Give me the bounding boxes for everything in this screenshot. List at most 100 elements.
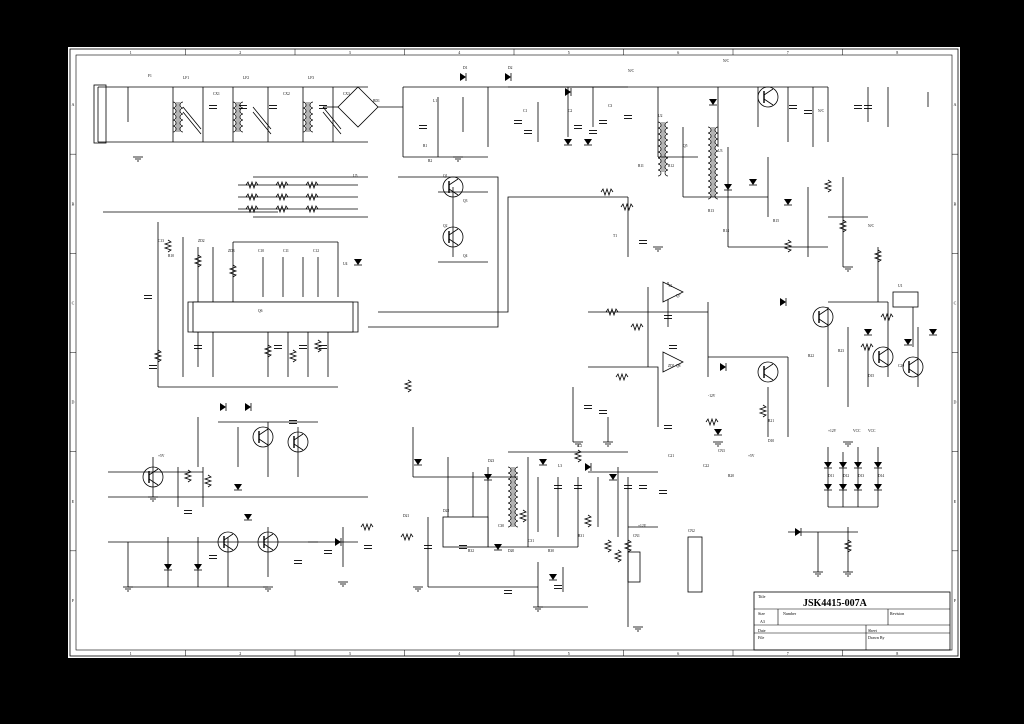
ground-symbol xyxy=(573,441,583,447)
diode-symbol xyxy=(335,538,342,546)
ground-symbol xyxy=(123,586,133,592)
transistor-emitter xyxy=(448,238,459,246)
col-label-top: 8 xyxy=(896,50,898,55)
winding xyxy=(657,121,662,129)
col-label-top: 1 xyxy=(130,50,132,55)
resistor-symbol xyxy=(623,539,633,553)
resistor-zigzag xyxy=(623,539,633,553)
wire xyxy=(337,86,379,128)
resistor-symbol xyxy=(843,539,853,553)
component-label: Q7 xyxy=(676,294,681,298)
diode-symbol xyxy=(194,564,202,571)
transistor-collector xyxy=(818,308,829,316)
winding xyxy=(309,101,314,109)
winding xyxy=(507,478,512,486)
component-label: D2 xyxy=(508,66,513,70)
diode-symbol xyxy=(874,462,882,469)
transistor-body xyxy=(812,306,834,328)
winding xyxy=(707,126,712,134)
winding xyxy=(707,168,712,176)
winding xyxy=(707,150,712,158)
resistor-zigzag xyxy=(245,204,259,214)
winding xyxy=(707,144,712,152)
winding xyxy=(302,101,307,109)
transistor-emitter xyxy=(148,478,159,486)
winding xyxy=(664,139,669,147)
capacitor-symbol xyxy=(274,345,282,349)
resistor-symbol xyxy=(705,417,719,427)
row-label-left: A xyxy=(72,102,75,107)
row-label-left: F xyxy=(72,598,75,603)
diode-body xyxy=(505,73,511,81)
col-label-top: 7 xyxy=(787,50,789,55)
title-block xyxy=(753,591,951,651)
winding xyxy=(507,514,512,522)
winding xyxy=(714,174,719,182)
component-label: D23 xyxy=(488,459,494,463)
transistor-body xyxy=(442,176,464,198)
transistor-emitter xyxy=(448,188,459,196)
capacitor-symbol xyxy=(639,240,647,244)
diode-body xyxy=(609,474,617,480)
resistor-zigzag xyxy=(275,180,289,190)
capacitor-symbol xyxy=(659,490,667,494)
winding xyxy=(172,113,177,121)
winding xyxy=(714,156,719,164)
component-label: C11 xyxy=(283,249,289,253)
diode-symbol xyxy=(354,259,362,266)
ground-symbol xyxy=(263,586,273,592)
resistor-symbol xyxy=(403,379,413,393)
capacitor-symbol xyxy=(504,590,512,594)
winding xyxy=(657,145,662,153)
title-model: JSK4415-007A xyxy=(803,598,867,609)
diode-body xyxy=(245,403,251,411)
winding xyxy=(179,125,184,133)
diode-symbol xyxy=(780,298,787,306)
component-label: U3 xyxy=(718,149,723,153)
diode-body xyxy=(724,184,732,190)
resistor-zigzag xyxy=(403,379,413,393)
transistor-collector xyxy=(908,358,919,366)
component-label: C12 xyxy=(313,249,319,253)
transistor-symbol xyxy=(142,466,164,488)
winding xyxy=(664,169,669,177)
diode-body xyxy=(234,484,242,490)
opamp-body xyxy=(662,281,684,303)
capacitor-symbol xyxy=(319,105,327,109)
capacitor-symbol xyxy=(194,345,202,349)
resistor-symbol xyxy=(615,372,629,382)
resistor-zigzag xyxy=(860,342,874,352)
transistor-collector xyxy=(763,88,774,96)
resistor-symbol xyxy=(275,192,289,202)
capacitor-symbol xyxy=(324,550,332,554)
ground-symbol xyxy=(133,156,143,162)
winding xyxy=(507,508,512,516)
component-label: R30 xyxy=(548,549,554,553)
winding xyxy=(707,174,712,182)
capacitor-symbol xyxy=(789,105,797,109)
resistor-symbol xyxy=(783,239,793,253)
component-label: VCC xyxy=(853,429,861,433)
transistor-body xyxy=(257,531,279,553)
capacitor-symbol xyxy=(459,545,467,549)
diode-body xyxy=(824,462,832,468)
capacitor-symbol xyxy=(294,560,302,564)
capacitor-symbol xyxy=(209,105,217,109)
ground-symbol xyxy=(148,496,158,502)
winding xyxy=(302,107,307,115)
capacitor-symbol xyxy=(864,105,872,109)
transistor-emitter xyxy=(293,443,304,451)
resistor-zigzag xyxy=(620,202,634,212)
ground-symbol xyxy=(603,441,613,447)
component-label: C30 xyxy=(498,524,504,528)
component-label: +12V xyxy=(638,524,647,528)
capacitor-symbol xyxy=(209,555,217,559)
winding xyxy=(714,132,719,140)
component-label: D11 xyxy=(828,474,834,478)
component-label: ZD3 xyxy=(228,249,235,253)
winding xyxy=(714,180,719,188)
connector-cn2 xyxy=(627,551,641,583)
component-label: Q4 xyxy=(463,254,468,258)
capacitor-symbol xyxy=(584,405,592,409)
